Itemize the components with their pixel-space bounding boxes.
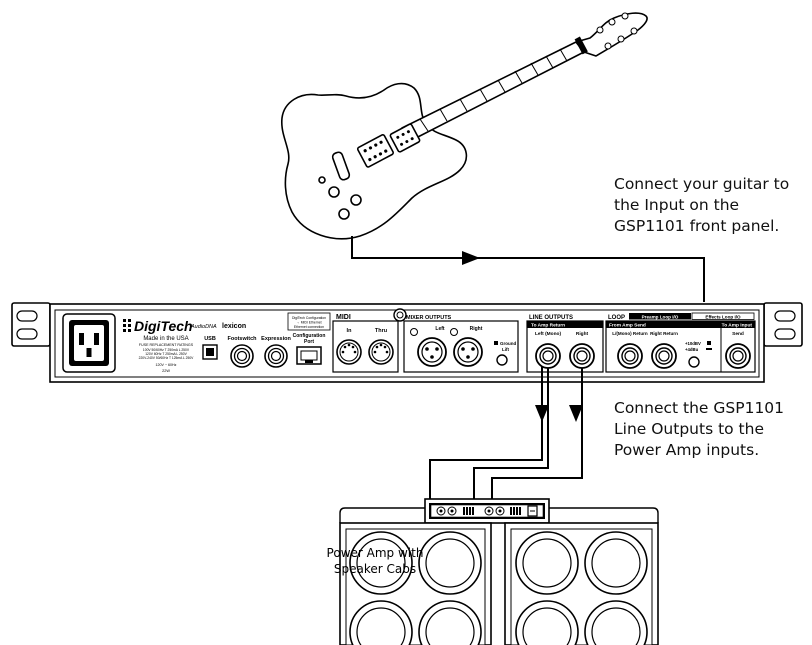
midi-in-label: In: [347, 328, 353, 334]
speaker-cabinet-right: [504, 507, 659, 645]
configuration-label: Configuration: [293, 333, 326, 339]
line-right-label: Right: [576, 331, 589, 337]
expression-jack[interactable]: [264, 344, 288, 368]
chassis-screw-icon: [393, 308, 407, 322]
loop-send-jack[interactable]: [725, 343, 751, 369]
ground-lift-indicator: [494, 341, 498, 345]
right-return-label: Right Return: [650, 331, 678, 336]
mixer-xlr-right[interactable]: [450, 328, 483, 367]
outputs-callout-line-2: Line Outputs to the: [614, 420, 764, 438]
send-label: Send: [732, 331, 744, 337]
to-amp-input-label: To Amp Input: [722, 323, 753, 329]
outputs-callout-line-1: Connect the GSP1101: [614, 399, 785, 417]
made-in-label: Made in the USA: [143, 336, 188, 342]
level-switch[interactable]: [688, 356, 700, 368]
config-info-box: [287, 312, 331, 331]
line-outputs-label: LINE OUTPUTS: [529, 315, 573, 321]
loop-return-left-jack[interactable]: [617, 343, 643, 369]
midi-thru-port[interactable]: [368, 339, 394, 365]
fuse-line-3: 220V-240V 50/60Hz T 125mA L 250V: [139, 356, 195, 360]
preamp-loop-label: Preamp Loop I/O: [642, 314, 679, 319]
config-box-line-2: → MIDI Ethernet: [296, 321, 321, 325]
ground-lift-switch[interactable]: [496, 354, 508, 366]
audiodna-logo: AudioDNA: [190, 324, 217, 330]
guitar-callout-line-1: Connect your guitar to: [614, 175, 790, 193]
brand-logo-block: DigiTech Made in the USA FUSE REPLACEMEN…: [123, 318, 194, 373]
effects-loop-label: Effects Loop I/O: [705, 314, 741, 319]
port-label: Port: [304, 339, 314, 345]
power-inlet: [62, 313, 116, 373]
power-amp-label-line-1: Power Amp with: [326, 546, 424, 560]
config-box-line-3: Ethernet connection: [294, 325, 324, 329]
power-amp-label: Power Amp with Speaker Cabs: [300, 545, 450, 577]
power-rating: 120V ~ 60Hz: [156, 363, 177, 367]
line-output-left-jack[interactable]: [535, 343, 561, 369]
guitar-input-cable: [351, 236, 705, 302]
loop-return-right-jack[interactable]: [651, 343, 677, 369]
midi-in-port[interactable]: [336, 339, 362, 365]
fuse-line-2: 120V 60Hz T 250mA L 250V: [145, 352, 187, 356]
footswitch-jack[interactable]: [230, 344, 254, 368]
usb-label: USB: [204, 336, 216, 342]
signal-arrow-down-left-icon: [535, 405, 549, 422]
config-box-line-1: DigiTech Configuration: [292, 316, 326, 320]
ethernet-port[interactable]: [296, 346, 322, 365]
mixer-xlr-left[interactable]: [410, 328, 447, 367]
signal-arrow-down-right-icon: [569, 405, 583, 422]
guitar-callout-line-2: the Input on the: [614, 196, 740, 214]
expression-label: Expression: [261, 336, 291, 342]
outputs-callout: Connect the GSP1101 Line Outputs to the …: [614, 398, 784, 461]
lexicon-logo: lexicon: [222, 323, 246, 330]
lift-label: Lift: [502, 347, 509, 352]
gsp1101-rear-panel: DigiTech Made in the USA FUSE REPLACEMEN…: [11, 302, 803, 383]
power-amp-label-line-2: Speaker Cabs: [333, 562, 417, 576]
electric-guitar-illustration: [281, 12, 648, 240]
power-amp-unit: [424, 498, 550, 524]
ground-label: Ground: [500, 341, 516, 346]
midi-thru-label: Thru: [375, 328, 387, 334]
fuse-title: FUSE REPLACEMENT RATINGS: [139, 343, 194, 347]
speaker-cabinet-left: [339, 507, 492, 645]
signal-arrow-right-icon: [462, 251, 480, 265]
to-amp-return-label: To Amp Return: [531, 323, 565, 329]
line-output-cables: [429, 366, 583, 500]
level-plus10-label: +10dBV: [685, 341, 701, 346]
fuse-line-1: 100V 50/60Hz T 250mA L 250V: [143, 348, 190, 352]
guitar-callout: Connect your guitar to the Input on the …: [614, 174, 789, 237]
mixer-right-label: Right: [470, 326, 483, 332]
mixer-outputs-label: MIXER OUTPUTS: [406, 315, 452, 321]
midi-label: MIDI: [336, 314, 351, 321]
mixer-left-label: Left: [435, 326, 445, 332]
loop-label: LOOP: [608, 315, 625, 321]
lmono-return-label: L/(Mono) Return: [612, 331, 648, 336]
line-output-right-jack[interactable]: [569, 343, 595, 369]
from-amp-send-label: From Amp Send: [609, 323, 646, 329]
left-mono-label: Left (Mono): [535, 331, 562, 337]
level-plus4-label: +4dBu: [685, 347, 699, 352]
brand-logo: DigiTech: [134, 318, 193, 334]
outputs-callout-line-3: Power Amp inputs.: [614, 441, 760, 459]
guitar-callout-line-3: GSP1101 front panel.: [614, 217, 780, 235]
footswitch-label: Footswitch: [227, 336, 257, 342]
wattage: 22W: [162, 369, 170, 373]
